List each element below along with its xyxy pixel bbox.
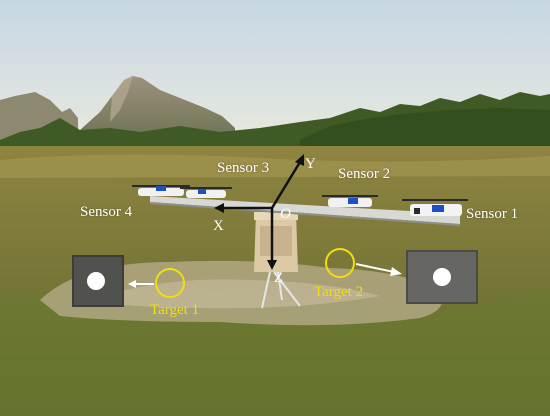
axis-x-label: X (213, 218, 224, 234)
sensor-2-label: Sensor 2 (338, 166, 391, 182)
target-arrows (128, 263, 402, 288)
coordinate-axes (214, 154, 304, 270)
target-1-label: Target 1 (150, 302, 200, 318)
tripod (261, 271, 301, 309)
sensor-4-label: Sensor 4 (80, 204, 133, 220)
sensor-3-unit (180, 187, 232, 198)
sensor-boom (150, 196, 460, 224)
sensor-1-label: Sensor 1 (466, 206, 519, 222)
target-2-board (406, 250, 478, 304)
axis-y-label: Y (305, 156, 316, 172)
plastic-stool (254, 212, 298, 272)
target-1-marker (155, 268, 185, 298)
axis-origin-label: O (280, 206, 291, 222)
target-2-marker (325, 248, 355, 278)
sensor-2-unit (322, 195, 378, 207)
sensor-4-unit (132, 185, 190, 196)
axis-z-label: Z (274, 270, 284, 286)
sensor-3-label: Sensor 3 (217, 160, 270, 176)
sensor-1-unit (402, 199, 468, 216)
target-1-board (72, 255, 124, 307)
target-2-label: Target 2 (314, 284, 364, 300)
